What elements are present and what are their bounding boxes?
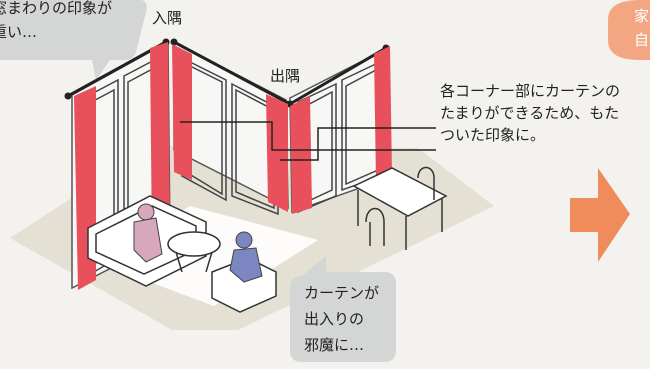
orange-box-line-1: 家 xyxy=(634,7,650,25)
note-text: 各コーナー部にカーテンの たまりができるため、もた ついた印象に。 xyxy=(440,80,620,146)
coffee-table xyxy=(167,231,221,273)
dining-table xyxy=(352,167,448,250)
orange-box-text: 家 自 xyxy=(634,4,649,52)
dining-chairs xyxy=(365,166,435,246)
note-line-1: 各コーナー部にカーテンの xyxy=(440,82,621,100)
orange-arrow xyxy=(570,168,630,262)
note-line-2: たまりができるため、もた xyxy=(440,104,620,122)
callout-bottom-right-line-2: 出入りの xyxy=(304,310,365,328)
callout-top-left-line-2: 重い… xyxy=(0,23,38,41)
callout-top-left-line-1: 窓まわりの印象が xyxy=(0,0,113,17)
note-pointer-lines xyxy=(180,121,436,161)
callout-top-left: 窓まわりの印象が 重い… xyxy=(0,0,112,44)
callout-bubble-bottom-right xyxy=(290,256,396,362)
curtain-rods xyxy=(66,40,388,106)
callout-bottom-right-line-3: 邪魔に… xyxy=(304,336,365,354)
orange-box-line-2: 自 xyxy=(634,31,650,49)
person-on-sofa xyxy=(133,203,163,263)
callout-bubble-top-left xyxy=(0,0,147,80)
outer-corner-label: 出隅 xyxy=(270,67,301,85)
callout-bottom-right: カーテンが 出入りの 邪魔に… xyxy=(304,280,379,358)
person-on-armchair xyxy=(229,231,263,283)
note-line-3: ついた印象に。 xyxy=(440,126,546,144)
callout-bottom-right-line-1: カーテンが xyxy=(304,284,380,302)
inner-corner-label: 入隅 xyxy=(152,9,183,27)
orange-box xyxy=(608,0,650,60)
